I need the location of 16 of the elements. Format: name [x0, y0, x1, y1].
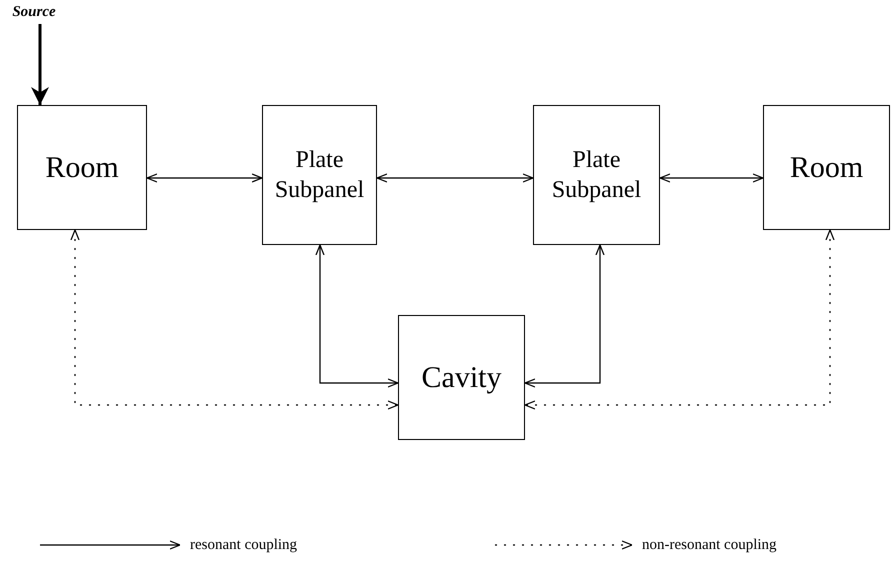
arrow [146, 173, 263, 183]
block-box: Room [763, 105, 890, 230]
arrow [524, 244, 605, 388]
block-box: Cavity [398, 315, 525, 440]
arrow [31, 24, 49, 105]
arrow [659, 173, 764, 183]
source-label: Source [4, 0, 64, 24]
block-box: Room [17, 105, 147, 230]
arrow [524, 229, 835, 410]
legend-text: resonant coupling [190, 536, 298, 554]
block-box: Plate Subpanel [262, 105, 377, 245]
legend-text: non-resonant coupling [642, 536, 777, 554]
arrow [315, 244, 399, 388]
arrow [376, 173, 534, 183]
arrow [70, 229, 399, 410]
block-box: Plate Subpanel [533, 105, 660, 245]
